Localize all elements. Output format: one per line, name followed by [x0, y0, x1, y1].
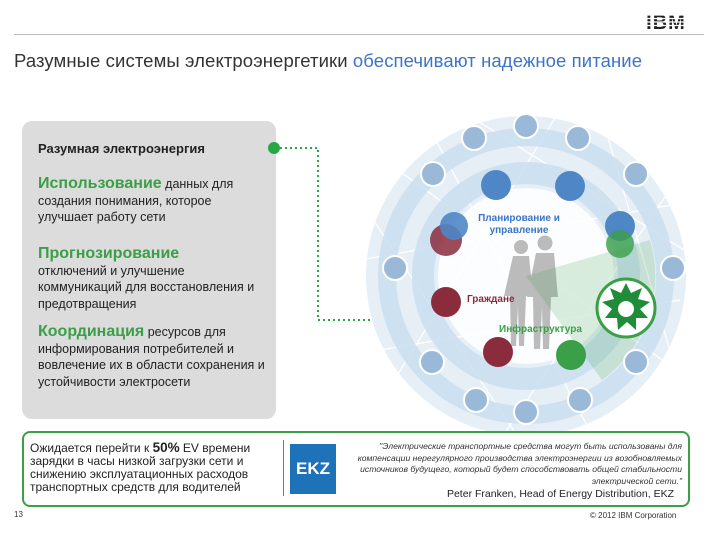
lock-icon — [420, 161, 446, 187]
water-icon — [513, 113, 539, 139]
infrastructure-sector — [526, 240, 656, 380]
panel-item-keyword: Использование — [38, 175, 162, 192]
people-silhouette — [504, 235, 558, 349]
svg-text:IBM: IBM — [646, 12, 686, 34]
house-icon — [556, 340, 586, 370]
copyright: © 2012 IBM Corporation — [590, 511, 677, 520]
quote-attribution: Peter Franken, Head of Energy Distributi… — [446, 488, 674, 500]
footer-summary: Ожидается перейти к 50% EV времени заряд… — [30, 441, 278, 494]
label-citizens: Граждане — [467, 294, 515, 305]
panel-item-usage: Использование данных для создания понима… — [38, 175, 270, 226]
connector-dot — [268, 142, 280, 154]
monitor-icon — [419, 349, 445, 375]
panel-item-coordination: Координация ресурсов для информирования … — [38, 323, 270, 390]
recycle-icon — [606, 230, 634, 258]
document-icon — [565, 125, 591, 151]
ekz-logo: EKZ — [290, 444, 336, 494]
page-number: 13 — [14, 510, 23, 519]
panel-item-text: ресурсов для информирования потребителей… — [38, 325, 265, 389]
office-icon — [555, 171, 585, 201]
truck-icon — [463, 387, 489, 413]
inner-ring — [412, 162, 640, 390]
inner-ring-icons — [430, 170, 635, 370]
outer-ring-icons — [382, 113, 686, 425]
header-divider — [14, 34, 704, 35]
info-panel — [22, 121, 276, 419]
title-accent: обеспечивают надежное питание — [352, 50, 643, 71]
page-title: Разумные системы электроэнергетики обесп… — [14, 50, 642, 72]
people-icon — [660, 255, 686, 281]
title-main: Разумные системы электроэнергетики — [14, 50, 353, 71]
chart-icon — [382, 255, 408, 281]
building-icon — [461, 125, 487, 151]
footer-lead-before: Ожидается перейти к — [30, 441, 153, 455]
device-icon — [513, 399, 539, 425]
label-infrastructure: Инфраструктура — [499, 323, 582, 335]
signal-icon — [567, 387, 593, 413]
energy-icon — [595, 277, 657, 339]
panel-item-keyword: Координация — [38, 323, 145, 340]
footer-lead-after: EV времени зарядки в часы низкой загрузк… — [30, 441, 251, 494]
quote-box — [22, 431, 690, 507]
shield-blue-icon — [440, 212, 468, 240]
ibm-logo: IBM — [643, 12, 689, 34]
panel-heading: Разумная электроэнергия — [38, 141, 205, 156]
snowflake-icon — [623, 161, 649, 187]
fire-icon — [623, 349, 649, 375]
footer-lead-bold: 50% — [152, 440, 180, 455]
panel-item-text: отключений и улучшение коммуникаций для … — [38, 263, 255, 311]
card-icon — [483, 337, 513, 367]
panel-item-keyword: Прогнозирование — [38, 245, 180, 262]
panel-item-text: данных для создания понимания, которое у… — [38, 177, 234, 224]
bank-icon — [481, 170, 511, 200]
footer-divider — [283, 440, 284, 496]
quote-text: "Электрические транспортные средства мог… — [357, 441, 682, 486]
hands-icon — [431, 287, 461, 317]
